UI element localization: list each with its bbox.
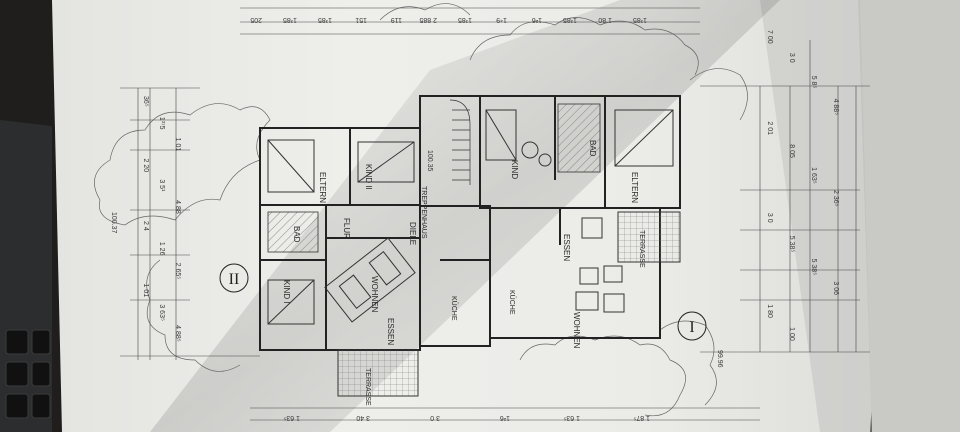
room-wohnen-right: WOHNEN <box>572 312 581 349</box>
dimension-label-top: 205 <box>250 16 262 23</box>
paper-edge <box>858 0 960 432</box>
room-terrasse-right: TERRASSE <box>638 230 645 268</box>
dimension-label-right: 3 0 <box>766 213 773 223</box>
dimension-label-right: 1 00 <box>788 327 795 341</box>
dimension-label-left: 4 88 <box>174 200 181 214</box>
dimension-label-top: 1 80 <box>598 16 612 23</box>
dimension-label-top: 1³85 <box>458 16 472 23</box>
dimension-label-left: 1³⁷5 <box>158 117 165 130</box>
terrace-right <box>617 211 681 263</box>
dimension-label-left: 2 65⁵ <box>174 263 181 280</box>
dimension-label-right: 3 0 <box>788 53 795 63</box>
room-kueche-right: KÜCHE <box>508 290 516 315</box>
unit-marker-right: I <box>689 319 694 336</box>
room-essen-right: ESSEN <box>562 234 571 261</box>
dimension-label-top: 119 <box>391 16 402 23</box>
laptop-keyboard <box>0 120 52 432</box>
dimension-label-top: 1⁴9 <box>496 16 507 23</box>
dimension-label-top: 1³85 <box>283 16 297 23</box>
dimension-label-left: 36⁵ <box>142 96 149 107</box>
dimension-label-bottom: 3 40 <box>356 414 370 421</box>
room-kind2: KIND II <box>364 164 373 190</box>
dimension-label-bottom: 1 63⁵ <box>563 414 580 421</box>
dimension-label-right: 5 38⁵ <box>788 236 795 253</box>
level-labels: 100.35 99.96 100.37 <box>110 150 723 368</box>
room-bad-right: BAD <box>588 140 597 157</box>
dimension-labels-right: 7 00 3 0 5 8⁵ 4 88⁵ 2 01 8 05 1 63⁵ 2 36⁵ 3 0 5 3… <box>766 30 839 341</box>
dimension-label-left: 3 5¹ <box>158 179 165 192</box>
room-terrasse-left: TERRASSE <box>364 368 371 406</box>
room-diele: DIELE <box>408 222 417 245</box>
dimension-label-top: 2 885 <box>419 16 437 23</box>
dimension-label-bottom: 3 0 <box>430 414 440 421</box>
dimension-labels-bottom: 1 63⁵ 3 40 3 0 1²6 1 63⁵ 1 87⁵ <box>283 414 650 421</box>
dimension-labels-top: 205 1³85 1³85 151 119 2 885 1³85 1⁴9 1²6 1³85 1 80… <box>250 16 647 23</box>
room-eltern-right: ELTERN <box>630 172 639 203</box>
dimension-label-bottom: 1 87⁵ <box>633 414 650 421</box>
room-treppenhaus: TREPPENHAUS <box>420 186 427 239</box>
furniture-living <box>324 141 625 323</box>
dimension-lines <box>120 7 870 421</box>
shadow-band <box>760 0 872 432</box>
unit-i-walls <box>479 95 681 339</box>
level-label: 100.35 <box>426 150 433 172</box>
level-label: 100.37 <box>110 212 117 234</box>
unit-marker-left: II <box>229 271 240 288</box>
dimension-label-top: 1²6 <box>532 16 542 23</box>
room-wohnen-left: WOHNEN <box>370 276 379 313</box>
dimension-label-bottom: 1²6 <box>500 414 510 421</box>
bath-left-tiles <box>267 211 319 253</box>
room-labels: ELTERN KIND II TREPPENHAUS BAD FLUR DIEL… <box>282 140 645 406</box>
dimension-label-top: 1³85 <box>563 16 577 23</box>
dimension-label-right: 8 05 <box>788 144 795 158</box>
dimension-label-top: 151 <box>355 16 367 23</box>
staircase <box>449 99 471 185</box>
room-eltern-left: ELTERN <box>318 172 327 203</box>
level-label: 99.96 <box>716 350 723 368</box>
dimension-label-left: 4 88⁵ <box>174 325 181 342</box>
dimension-label-right: 7 00 <box>766 30 773 44</box>
dimension-label-right: 4 88⁵ <box>832 99 839 116</box>
dimension-label-left: 1 01 <box>142 284 149 298</box>
dimension-label-left: 1 26 <box>158 242 165 256</box>
room-kueche-left: KÜCHE <box>450 296 458 321</box>
dimension-labels-left: 36⁵ 1³⁷5 1 01 2 20 3 5¹ 4 88 2 4 1 26 2 65⁵ 1 01 3… <box>142 96 181 342</box>
dimension-label-left: 1 01 <box>174 138 181 152</box>
dimension-label-right: 1 80 <box>766 304 773 318</box>
unit-markers: II I <box>219 263 707 341</box>
dimension-label-right: 5 38⁵ <box>810 259 817 276</box>
dimension-label-right: 2 36⁵ <box>832 190 839 207</box>
dimension-label-left: 2 4 <box>142 221 149 231</box>
bath-right-tiles <box>557 103 601 173</box>
dimension-label-right: 1 63⁵ <box>810 167 817 184</box>
dimension-label-right: 3 06 <box>832 281 839 295</box>
dimension-label-bottom: 1 63⁵ <box>283 414 300 421</box>
room-kind-right: KIND <box>510 160 519 179</box>
room-kind1: KIND I <box>282 280 291 304</box>
dimension-label-top: 1³85 <box>633 16 647 23</box>
room-essen-left: ESSEN <box>386 318 395 345</box>
room-flur: FLUR <box>342 218 351 239</box>
dimension-label-right: 5 8⁵ <box>810 76 817 89</box>
dimension-label-top: 1³85 <box>318 16 332 23</box>
dimension-label-left: 3 63⁵ <box>158 304 165 321</box>
room-bad-left: BAD <box>292 226 301 243</box>
furniture-beds <box>267 109 674 325</box>
landscape-trees <box>94 3 748 417</box>
dimension-label-right: 2 01 <box>766 121 773 135</box>
terrace-left <box>337 349 419 397</box>
dimension-label-left: 2 20 <box>142 159 149 173</box>
